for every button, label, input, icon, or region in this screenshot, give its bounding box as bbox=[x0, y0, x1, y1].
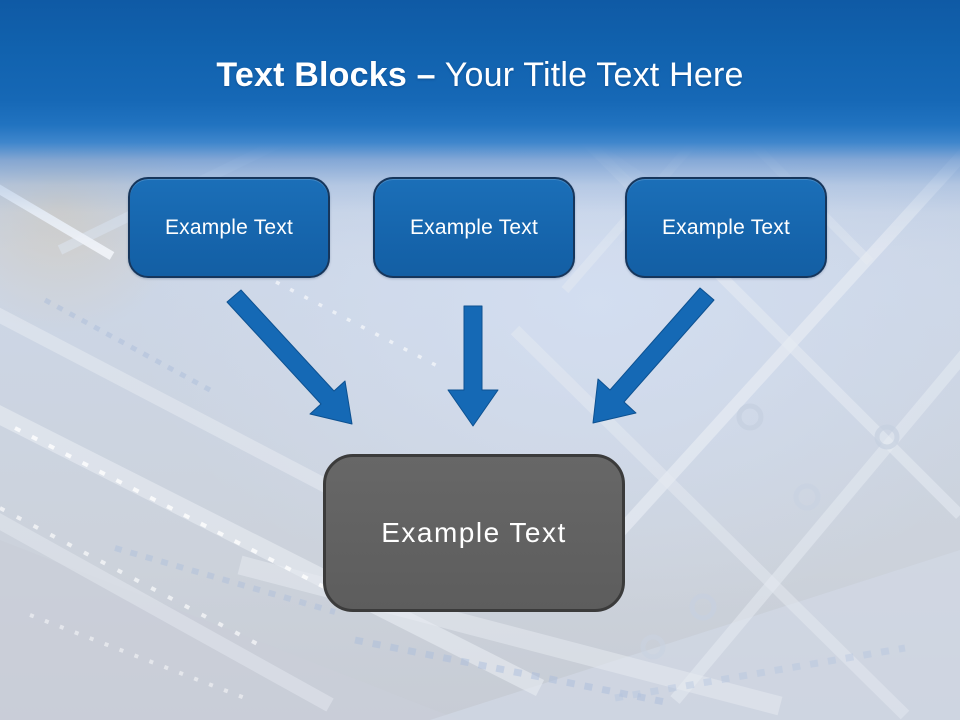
arrow-down-icon[interactable] bbox=[447, 305, 499, 427]
text-block-3-label: Example Text bbox=[661, 215, 791, 239]
slide-title-bold-segment: Text Blocks – bbox=[216, 56, 436, 94]
target-text-block[interactable]: Example Text bbox=[323, 454, 625, 612]
text-block-2-label: Example Text bbox=[409, 215, 539, 239]
arrow-down-left-icon[interactable] bbox=[592, 287, 715, 424]
slide-title-regular-segment: Your Title Text Here bbox=[444, 56, 744, 94]
arrow-down-right-icon[interactable] bbox=[226, 289, 353, 425]
text-block-2[interactable]: Example Text bbox=[373, 177, 575, 278]
text-block-3[interactable]: Example Text bbox=[625, 177, 827, 278]
text-block-1[interactable]: Example Text bbox=[128, 177, 330, 278]
slide-title[interactable]: Text Blocks – Your Title Text Here bbox=[0, 58, 960, 92]
target-text-block-label: Example Text bbox=[381, 517, 567, 548]
text-block-1-label: Example Text bbox=[164, 215, 294, 239]
